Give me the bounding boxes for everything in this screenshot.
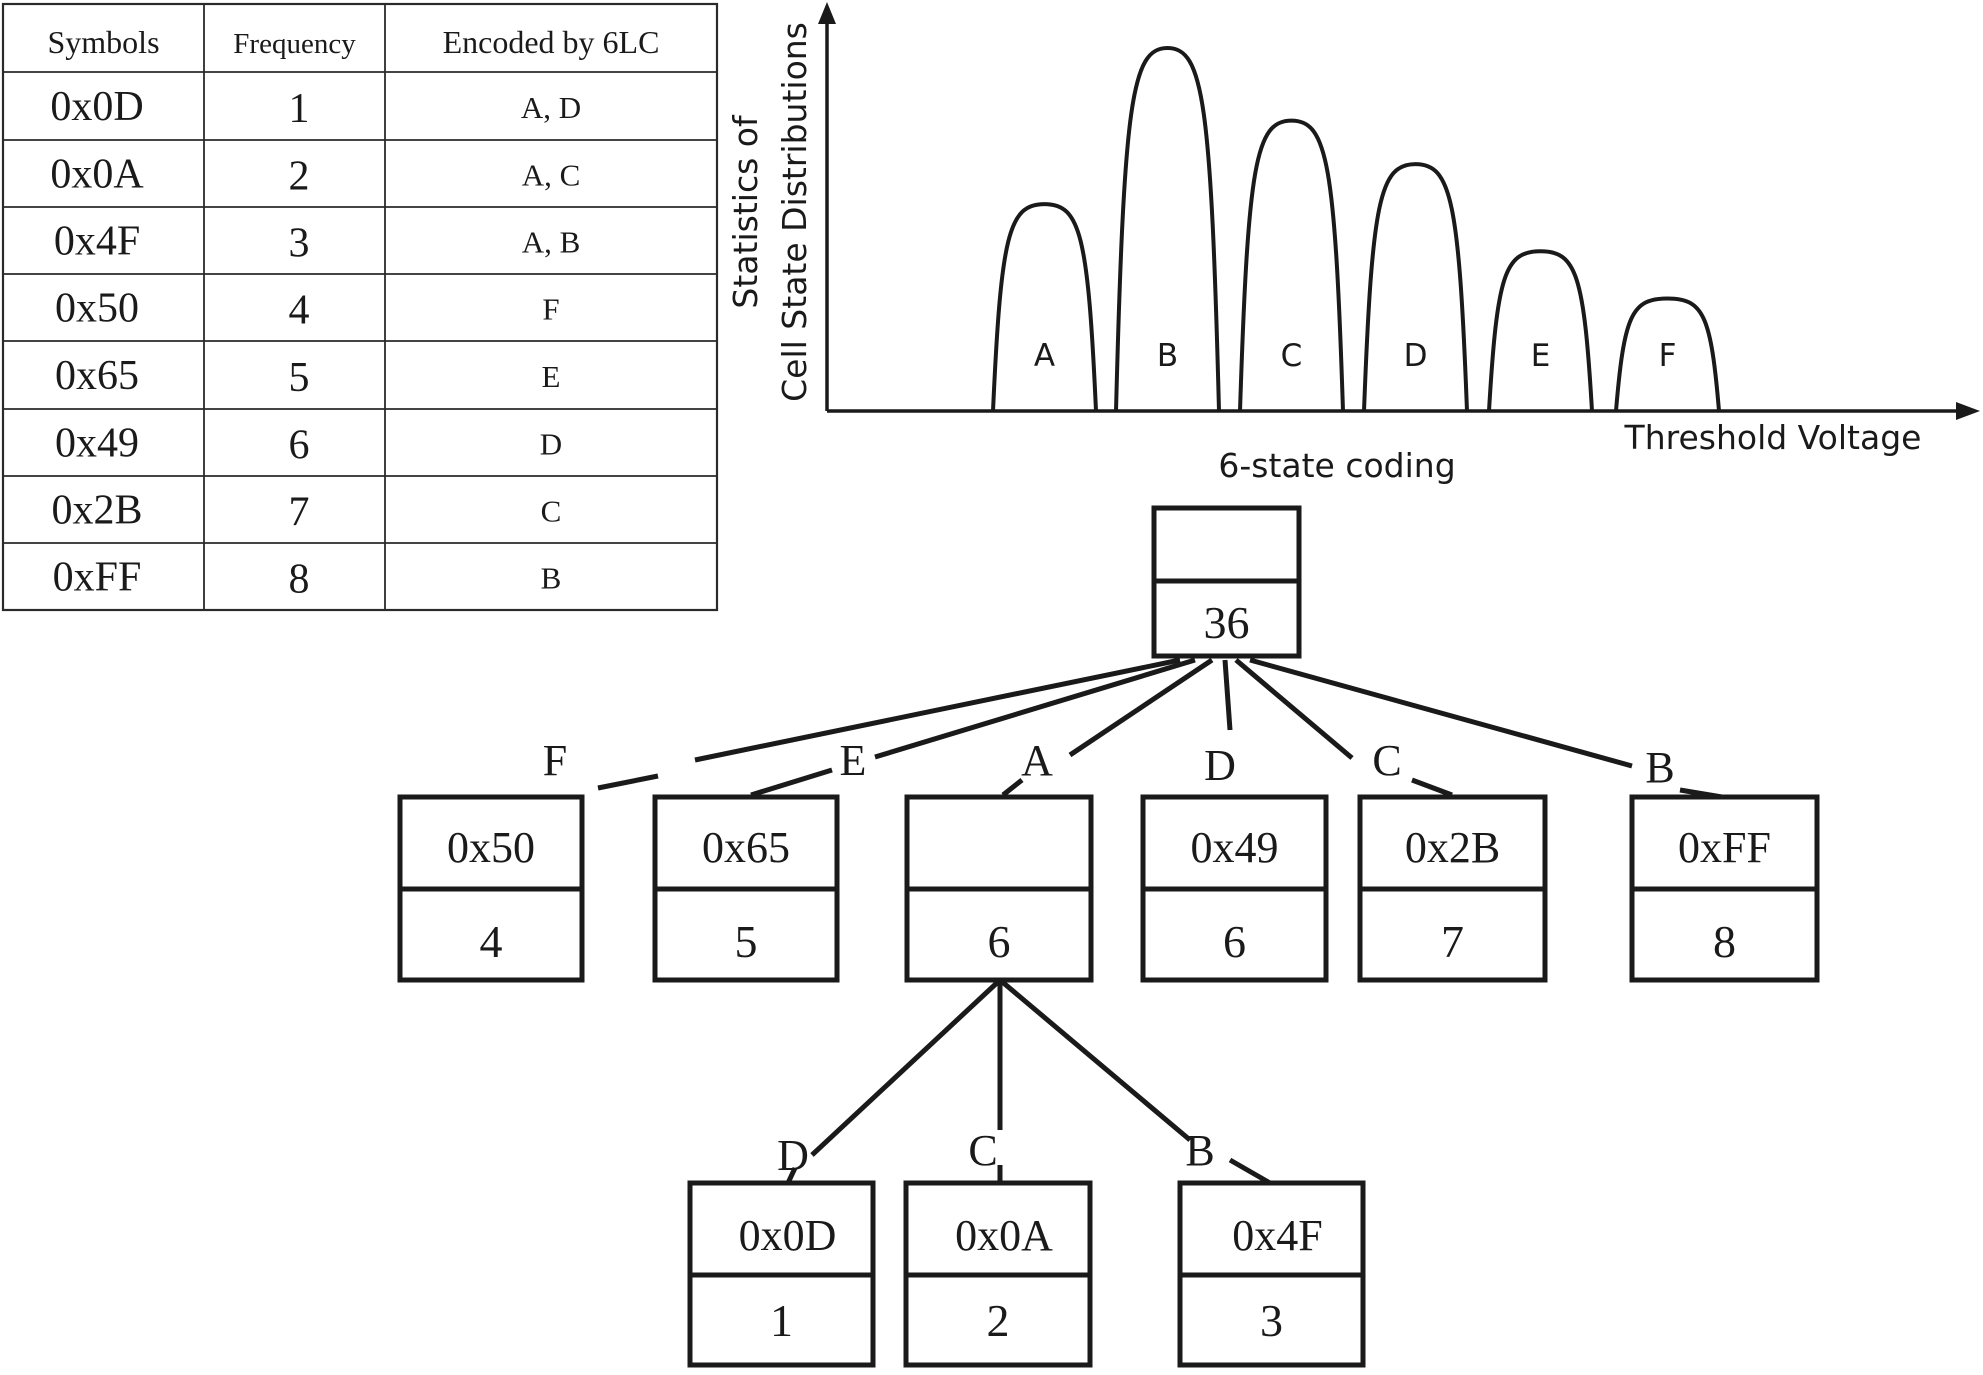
tree-edge [1234, 658, 1354, 760]
table-cell-symbol: 0x49 [55, 421, 139, 467]
coding-tree: 360x504F0x655E6A0x496D0x2B7C0xFF8B0x0D1D… [397, 505, 1820, 1368]
table-cell-encoding: C [541, 494, 562, 529]
edge-label: C [1372, 736, 1401, 785]
state-label: B [1157, 338, 1178, 374]
table-cell-frequency: 4 [289, 288, 310, 334]
tree-edge [1068, 657, 1214, 758]
leaf-symbol: 0x0D [739, 1211, 837, 1260]
header-encoded: Encoded by 6LC [443, 24, 660, 60]
leaf-value: 1 [770, 1295, 793, 1346]
state-label: F [1659, 338, 1677, 374]
header-frequency: Frequency [233, 28, 356, 60]
state-distribution-lobe [1114, 45, 1221, 412]
state-label: A [1034, 338, 1055, 374]
table-cell-symbol: 0x0A [50, 152, 144, 198]
node-symbol: 0x49 [1191, 823, 1279, 872]
table-cell-encoding: D [540, 427, 562, 462]
tree-edge [750, 767, 833, 798]
node-value: 6 [988, 916, 1011, 967]
table-cell-symbol: 0x0D [50, 84, 143, 130]
leaf-value: 3 [1260, 1295, 1283, 1346]
edge-label: B [1645, 743, 1674, 792]
node-value: 8 [1713, 916, 1736, 967]
table-cell-frequency: 6 [289, 423, 310, 469]
table-cell-encoding: E [542, 359, 561, 394]
table-cell-symbol: 0x4F [54, 219, 140, 265]
node-symbol: 0x2B [1405, 823, 1500, 872]
table-cell-encoding: B [541, 561, 562, 596]
edge-label: C [968, 1126, 997, 1175]
node-value: 6 [1223, 916, 1246, 967]
table-cell-frequency: 2 [289, 154, 310, 200]
plot-caption: 6-state coding [1218, 446, 1455, 485]
encoding-table: Symbols Frequency Encoded by 6LC 0x0D 1 A, D 0… [1, 2, 719, 612]
state-distribution-lobe [991, 202, 1098, 412]
table-cell-encoding: A, B [522, 225, 581, 260]
state-label: C [1281, 338, 1303, 374]
node-symbol: 0x65 [702, 823, 790, 872]
node-value: 4 [480, 916, 503, 967]
node-symbol: 0xFF [1678, 823, 1771, 872]
cell-state-distribution-plot: A B C D E F Statistics of Cell State Distributi… [726, 2, 1980, 485]
table-cell-symbol: 0x50 [55, 286, 139, 332]
tree-edge [998, 978, 1192, 1142]
y-axis-label-line1: Statistics of [726, 114, 765, 309]
edge-label: E [840, 736, 867, 785]
table-cell-symbol: 0x2B [51, 488, 142, 534]
tree-edge [1249, 657, 1633, 769]
tree-edge [874, 657, 1196, 760]
edge-label: B [1185, 1126, 1214, 1175]
table-cell-symbol: 0x65 [55, 353, 139, 399]
node-value: 7 [1441, 916, 1464, 967]
state-distribution-lobe [1614, 296, 1721, 412]
root-value: 36 [1204, 597, 1250, 648]
leaf-symbol: 0x4F [1232, 1211, 1322, 1260]
edge-label: D [1204, 741, 1236, 790]
tree-edge [1228, 1157, 1272, 1186]
y-axis-label-line2: Cell State Distributions [775, 22, 814, 402]
table-cell-frequency: 8 [289, 557, 310, 603]
table-cell-symbol: 0xFF [53, 555, 142, 601]
table-cell-encoding: F [542, 292, 559, 327]
tree-edge [1001, 778, 1024, 797]
tree-edge [810, 978, 1002, 1157]
table-cell-frequency: 7 [289, 490, 310, 536]
table-cell-frequency: 5 [289, 355, 310, 401]
leaf-value: 2 [987, 1295, 1010, 1346]
state-distribution-lobe [1362, 162, 1469, 412]
node-value: 5 [735, 916, 758, 967]
table-cell-frequency: 1 [289, 86, 310, 132]
y-axis-arrow-icon [818, 2, 836, 24]
table-border [1, 2, 719, 612]
edge-label: A [1021, 736, 1053, 785]
table-cell-encoding: A, C [522, 158, 581, 193]
node-symbol: 0x50 [447, 823, 535, 872]
table-cell-frequency: 3 [289, 221, 310, 267]
tree-edge [597, 773, 659, 791]
state-label: E [1531, 338, 1551, 374]
state-label: D [1404, 338, 1428, 374]
leaf-symbol: 0x0A [955, 1211, 1053, 1260]
edge-label: F [543, 736, 567, 785]
header-symbols: Symbols [47, 24, 159, 60]
tree-edge [694, 657, 1181, 763]
state-distribution-lobe [1487, 249, 1594, 412]
x-axis-label: Threshold Voltage [1624, 418, 1922, 457]
tree-edge [1222, 659, 1233, 731]
tree-edge [1411, 777, 1453, 798]
state-distribution-lobe [1238, 118, 1345, 412]
edge-label: D [777, 1131, 809, 1180]
table-cell-encoding: A, D [521, 90, 581, 125]
x-axis-arrow-icon [1956, 402, 1980, 420]
